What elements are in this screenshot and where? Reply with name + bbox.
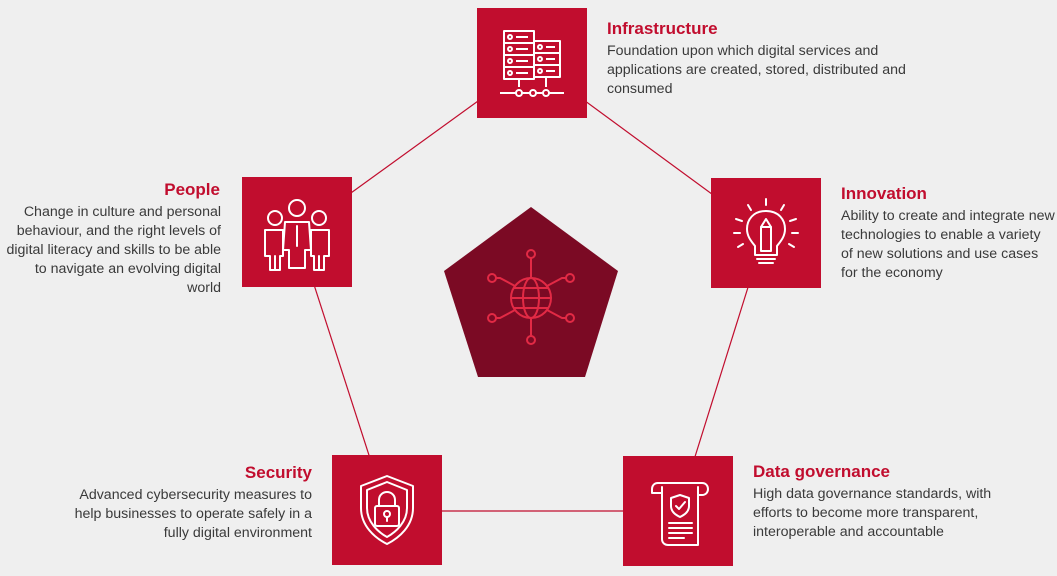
people-box bbox=[242, 177, 352, 287]
innovation-title: Innovation bbox=[841, 184, 927, 203]
innovation-box bbox=[711, 178, 821, 288]
infrastructure-box bbox=[477, 8, 587, 118]
security-title: Security bbox=[244, 463, 312, 482]
innovation-description: Ability to create and integrate new tech… bbox=[841, 208, 1055, 281]
shield-lock-icon bbox=[360, 475, 414, 545]
data-governance-description: High data governance standards, with eff… bbox=[753, 486, 992, 540]
people-group-icon bbox=[264, 199, 330, 271]
data-governance-title: Data governance bbox=[753, 462, 890, 481]
globe-network-icon bbox=[487, 249, 575, 345]
infrastructure-title: Infrastructure bbox=[607, 19, 718, 38]
security-box bbox=[332, 455, 442, 565]
people-title: People bbox=[164, 180, 220, 199]
lightbulb-pencil-icon bbox=[733, 198, 799, 264]
security-description: Advanced cybersecurity measures to help … bbox=[74, 487, 312, 541]
data-governance-box bbox=[623, 456, 733, 566]
server-rack-icon bbox=[500, 30, 564, 97]
people-description: Change in culture and personal behaviour… bbox=[6, 204, 221, 296]
center-pentagon bbox=[444, 207, 618, 377]
document-shield-icon bbox=[651, 482, 709, 546]
infrastructure-description: Foundation upon which digital services a… bbox=[607, 43, 906, 97]
